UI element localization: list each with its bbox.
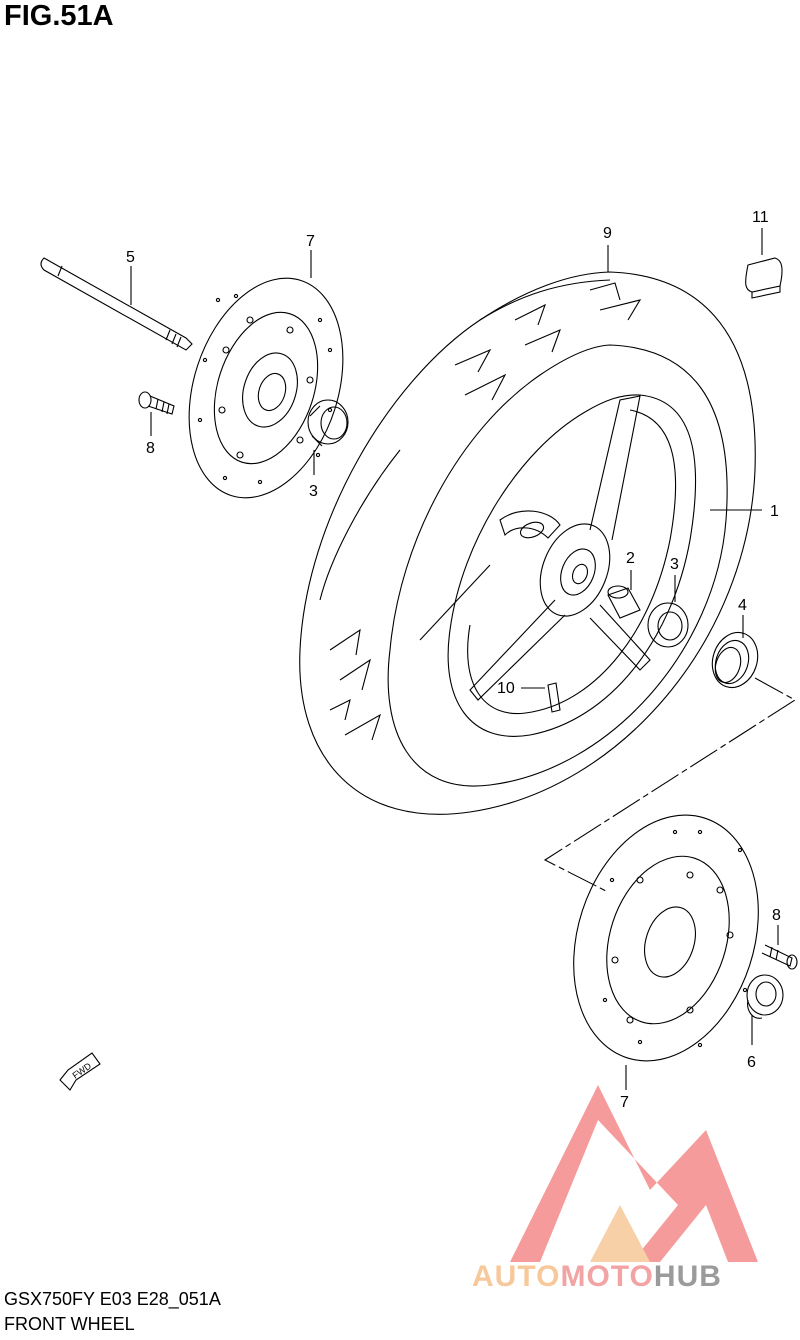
bearing-part-lower <box>647 575 689 648</box>
spacer-part-2 <box>607 570 641 619</box>
wheel-rim-part <box>419 394 762 737</box>
balancer-part <box>745 228 783 299</box>
bolt-part-lower <box>761 925 798 970</box>
figure-title: FIG.51A <box>4 0 114 32</box>
callout-1: 1 <box>770 503 779 520</box>
watermark-part-auto: AUTO <box>472 1260 561 1293</box>
oil-seal-part <box>711 615 759 689</box>
brake-disc-upper <box>188 250 344 499</box>
callout-5: 5 <box>126 249 135 266</box>
bolt-part-upper <box>138 391 175 436</box>
callout-7-lower: 7 <box>620 1094 629 1111</box>
axle-part <box>40 257 193 351</box>
callout-3-upper: 3 <box>309 483 318 500</box>
watermark-part-moto: MOTO <box>560 1260 654 1293</box>
callout-6: 6 <box>747 1054 756 1071</box>
callout-7-upper: 7 <box>306 233 315 250</box>
watermark-logo <box>510 1085 758 1262</box>
spacer-part-upper <box>307 399 349 475</box>
callout-4: 4 <box>738 597 747 614</box>
assembly-lines <box>543 677 797 893</box>
diagram-code: GSX750FY E03 E28_051A <box>4 1289 221 1309</box>
watermark-text: AUTOMOTOHUB <box>472 1260 722 1294</box>
callout-8-lower: 8 <box>772 907 781 924</box>
diagram-name: FRONT WHEEL <box>4 1314 135 1334</box>
callout-10: 10 <box>497 680 515 697</box>
callout-8-upper: 8 <box>146 440 155 457</box>
collar-part <box>746 974 784 1045</box>
callout-9: 9 <box>603 225 612 242</box>
callout-2: 2 <box>626 550 635 567</box>
callout-11: 11 <box>752 209 769 226</box>
callout-3-lower: 3 <box>670 556 679 573</box>
watermark-part-hub: HUB <box>653 1260 722 1293</box>
brake-disc-lower <box>573 814 759 1090</box>
fwd-arrow-icon <box>59 1052 101 1091</box>
valve-part <box>521 682 561 713</box>
tire-part <box>299 245 756 815</box>
